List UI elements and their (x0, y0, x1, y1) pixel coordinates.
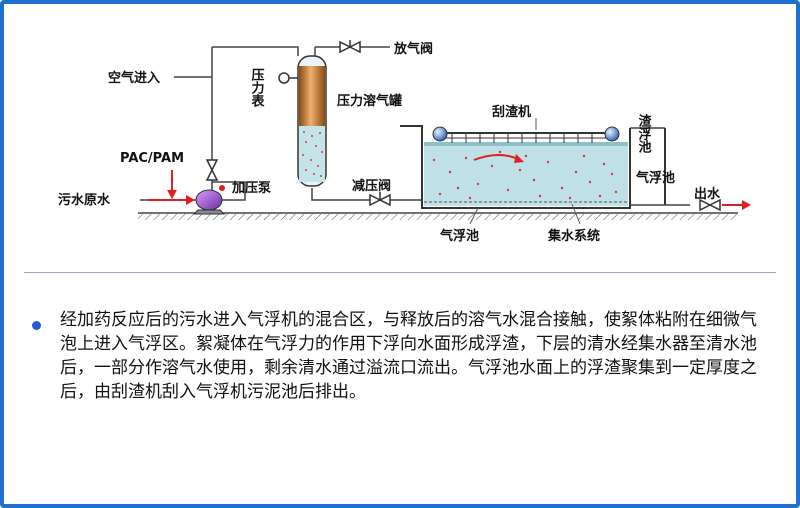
pressure-reducing-valve-icon[interactable] (369, 192, 391, 207)
water-bubbles (432, 150, 618, 200)
label-flotation-tank-right: 气浮池 (636, 170, 675, 186)
label-outlet: 出水 (694, 186, 721, 202)
outlet-valve-icon[interactable] (699, 198, 721, 212)
label-pac-pam: PAC/PAM (120, 151, 184, 166)
process-description: 经加药反应后的污水进入气浮机的混合区，与释放后的溶气水混合接触，使絮体粘附在细微… (60, 310, 757, 402)
label-pressure-reducing-valve: 减压阀 (352, 178, 391, 194)
booster-pump-icon[interactable] (192, 185, 226, 215)
label-slag-tank: 渣浮池 (636, 113, 652, 154)
label-collection-system: 集水系统 (547, 228, 600, 244)
label-raw-sewage: 污水原水 (58, 192, 111, 208)
flotation-process-diagram: 放气阀 压力表 压力溶气罐 空气进入 PAC/PAM 污水原水 加压泵 减压阀 … (58, 40, 751, 244)
scraper-icon (432, 126, 620, 143)
label-air-inlet: 空气进入 (108, 70, 160, 86)
section-divider (24, 272, 776, 273)
label-dissolved-air-tank: 压力溶气罐 (337, 93, 402, 109)
vent-valve-icon[interactable] (339, 40, 361, 54)
label-scraper: 刮渣机 (492, 104, 531, 120)
flow-arrows (148, 170, 751, 210)
bullet-icon (32, 321, 41, 330)
leader-lines (469, 118, 581, 225)
dissolved-air-tank (297, 55, 327, 187)
pac-valve-icon[interactable] (205, 159, 219, 181)
label-booster-pump: 加压泵 (231, 181, 271, 196)
pressure-gauge-icon (278, 72, 298, 84)
flotation-tank (400, 125, 666, 209)
ground (138, 212, 738, 220)
label-flotation-tank-bottom: 气浮池 (440, 228, 479, 244)
label-pressure-gauge: 压力表 (249, 68, 266, 108)
label-vent-valve: 放气阀 (393, 41, 433, 57)
